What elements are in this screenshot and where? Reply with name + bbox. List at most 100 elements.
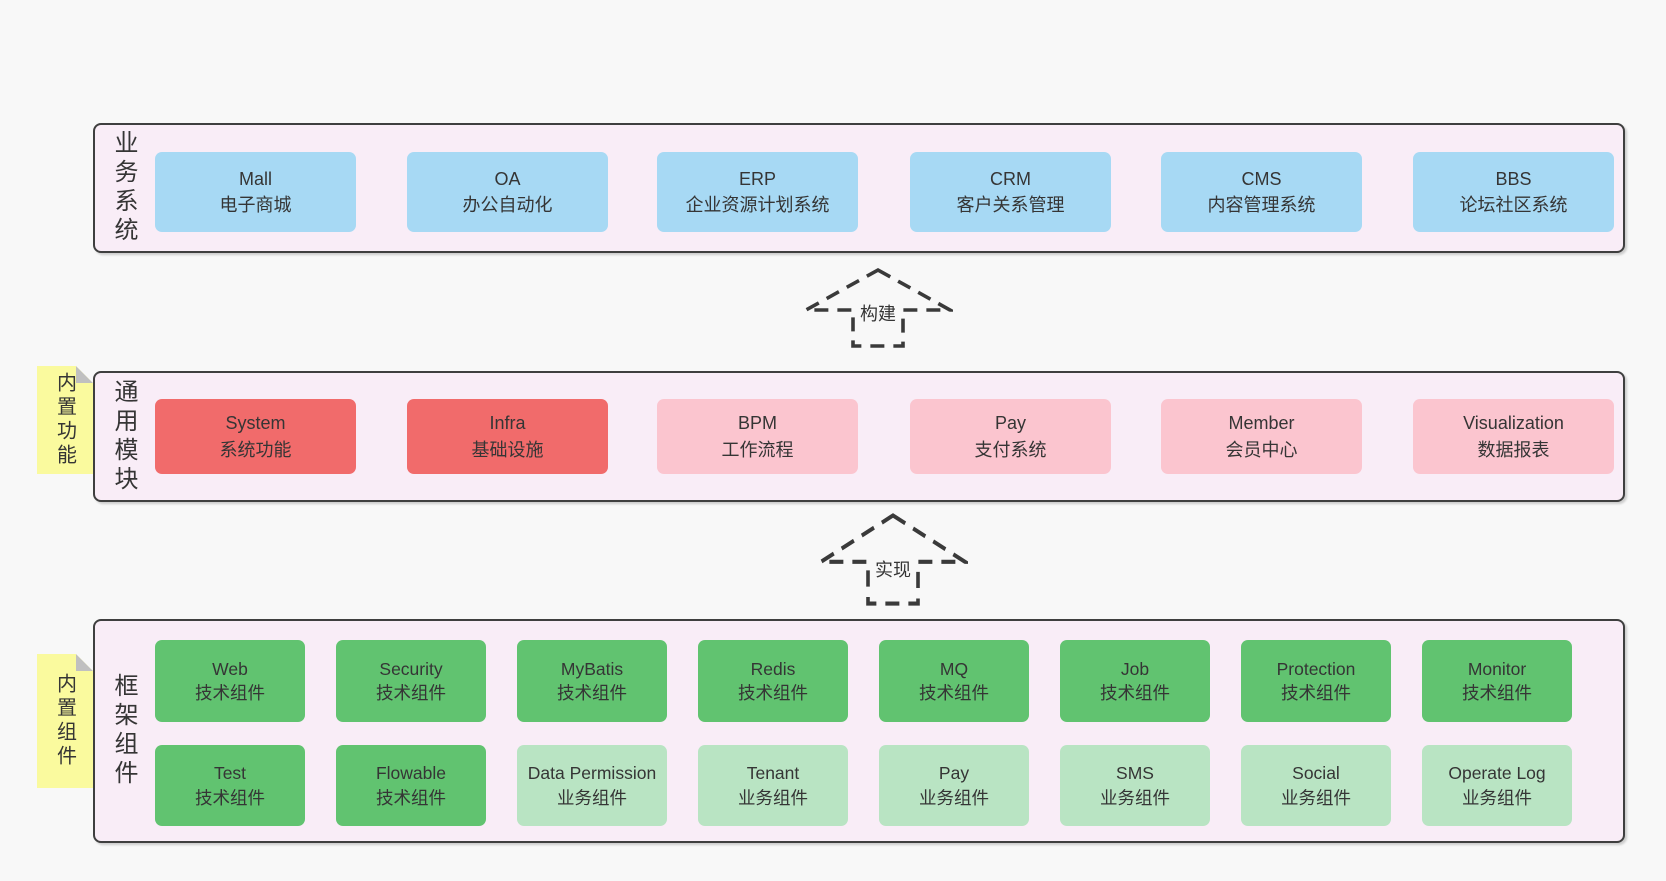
node-name: CRM: [990, 168, 1031, 189]
node-desc: 客户关系管理: [956, 195, 1065, 215]
node-name: BPM: [737, 413, 777, 434]
arrow-implement: 实现: [818, 512, 968, 607]
node-name: System: [225, 413, 286, 434]
band-business-title: 业务系统: [110, 130, 137, 246]
node-system: System 系统功能: [155, 399, 356, 474]
node-desc: 企业资源计划系统: [685, 195, 830, 215]
node-name: Security: [379, 658, 443, 679]
node-desc: 技术组件: [557, 683, 627, 703]
arrow-build-label: 构建: [857, 299, 899, 327]
node-name: Flowable: [375, 763, 447, 783]
node-name: Operate Log: [1448, 763, 1546, 783]
node-web: Web 技术组件: [155, 640, 305, 722]
node-visualization: Visualization 数据报表: [1413, 399, 1614, 474]
node-desc: 内容管理系统: [1207, 195, 1316, 215]
node-name: CMS: [1241, 168, 1282, 189]
node-desc: 办公自动化: [462, 195, 553, 215]
node-name: Tenant: [746, 763, 800, 783]
node-bbs: BBS 论坛社区系统: [1413, 152, 1614, 232]
node-desc: 业务组件: [1281, 787, 1351, 808]
node-sms: SMS 业务组件: [1060, 745, 1210, 826]
node-name: Pay: [938, 763, 970, 783]
node-desc: 技术组件: [919, 683, 989, 703]
node-desc: 会员中心: [1225, 439, 1298, 460]
node-name: Mall: [238, 168, 272, 189]
dashed-up-arrow-icon: [818, 513, 968, 606]
node-pay: Pay 支付系统: [910, 399, 1111, 474]
node-desc: 技术组件: [1100, 683, 1170, 703]
node-name: Redis: [750, 658, 796, 679]
node-desc: 业务组件: [919, 787, 989, 808]
node-name: Social: [1292, 763, 1340, 783]
arrow-build: 构建: [803, 267, 953, 349]
node-name: Web: [212, 658, 248, 679]
band-business-systems: 业务系统 Mall 电子商城 OA 办公自动化 ERP 企业资源计划系统 CRM 客户关系管理…: [93, 123, 1625, 253]
node-desc: 论坛社区系统: [1459, 195, 1568, 215]
node-name: Visualization: [1463, 413, 1564, 434]
node-flowable: Flowable 技术组件: [336, 745, 486, 826]
node-desc: 技术组件: [738, 683, 808, 703]
node-name: Protection: [1276, 658, 1356, 679]
node-operate-log: Operate Log 业务组件: [1422, 745, 1572, 826]
node-member: Member 会员中心: [1161, 399, 1362, 474]
node-desc: 业务组件: [1462, 787, 1532, 808]
arrow-implement-label: 实现: [872, 555, 914, 583]
node-tenant: Tenant 业务组件: [698, 745, 848, 826]
band-modules-title: 通用模块: [110, 378, 137, 495]
node-name: Pay: [994, 413, 1027, 434]
node-social: Social 业务组件: [1241, 745, 1391, 826]
node-desc: 支付系统: [974, 439, 1047, 460]
note-text: 内置组件: [53, 673, 76, 769]
node-desc: 技术组件: [376, 683, 446, 703]
node-name: Data Permission: [527, 763, 657, 783]
node-name: OA: [494, 168, 521, 189]
node-mq: MQ 技术组件: [879, 640, 1029, 722]
node-name: Test: [213, 763, 247, 783]
dashed-up-arrow-icon: [803, 267, 953, 348]
node-name: MyBatis: [560, 658, 624, 679]
node-desc: 技术组件: [376, 787, 446, 808]
node-name: Job: [1120, 658, 1150, 679]
note-text: 内置功能: [53, 372, 76, 468]
node-name: BBS: [1495, 168, 1532, 189]
node-desc: 业务组件: [557, 787, 627, 808]
note-built-in-features: 内置功能: [37, 366, 93, 474]
node-mybatis: MyBatis 技术组件: [517, 640, 667, 722]
node-desc: 电子商城: [219, 195, 292, 215]
node-desc: 业务组件: [1100, 787, 1170, 808]
node-security: Security 技术组件: [336, 640, 486, 722]
node-name: Monitor: [1467, 658, 1527, 679]
node-name: SMS: [1116, 763, 1154, 783]
note-fold-corner-icon: [76, 366, 93, 383]
node-oa: OA 办公自动化: [407, 152, 608, 232]
node-cms: CMS 内容管理系统: [1161, 152, 1362, 232]
node-name: ERP: [738, 168, 776, 189]
node-desc: 数据报表: [1477, 439, 1550, 460]
node-name: Member: [1228, 413, 1295, 434]
node-erp: ERP 企业资源计划系统: [657, 152, 858, 232]
note-built-in-components: 内置组件: [37, 654, 93, 788]
node-desc: 系统功能: [219, 439, 292, 460]
node-job: Job 技术组件: [1060, 640, 1210, 722]
node-redis: Redis 技术组件: [698, 640, 848, 722]
note-fold-corner-icon: [76, 654, 93, 671]
band-components-title: 框架组件: [110, 673, 137, 789]
node-mall: Mall 电子商城: [155, 152, 356, 232]
business-box-row: Mall 电子商城 OA 办公自动化 ERP 企业资源计划系统 CRM 客户关系管理 CMS 内容…: [95, 125, 1623, 251]
node-name: MQ: [939, 658, 969, 679]
node-desc: 技术组件: [1462, 683, 1532, 703]
node-desc: 技术组件: [195, 683, 265, 703]
node-desc: 业务组件: [738, 787, 808, 808]
node-name: Infra: [489, 413, 526, 434]
node-monitor: Monitor 技术组件: [1422, 640, 1572, 722]
node-desc: 基础设施: [471, 439, 544, 460]
node-pay: Pay 业务组件: [879, 745, 1029, 826]
